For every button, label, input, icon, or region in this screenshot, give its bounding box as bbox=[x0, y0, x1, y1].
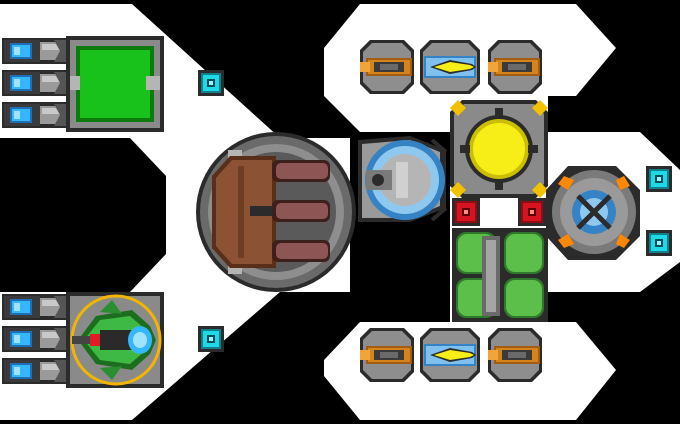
sensor-dome[interactable] bbox=[358, 136, 448, 222]
cannon-turret-top-right[interactable] bbox=[488, 40, 542, 94]
cannon-turret-bottom-left[interactable] bbox=[360, 328, 414, 382]
battery-cell-4[interactable] bbox=[2, 294, 66, 320]
engine-core[interactable] bbox=[546, 166, 640, 260]
battery-cell-3[interactable] bbox=[2, 102, 66, 128]
cyan-connector-top[interactable] bbox=[198, 70, 224, 96]
cyan-connector-right-top[interactable] bbox=[646, 166, 672, 192]
battery-cell-1[interactable] bbox=[2, 38, 66, 64]
battery-cell-2[interactable] bbox=[2, 70, 66, 96]
red-hatch-right[interactable] bbox=[518, 198, 546, 226]
cyan-connector-bottom[interactable] bbox=[198, 326, 224, 352]
battery-cell-5[interactable] bbox=[2, 326, 66, 352]
red-hatch-left[interactable] bbox=[452, 198, 480, 226]
missile-pod[interactable] bbox=[196, 132, 356, 292]
cannon-turret-bottom-right[interactable] bbox=[488, 328, 542, 382]
cockpit-fighter[interactable] bbox=[66, 292, 164, 388]
laser-turret-top[interactable] bbox=[420, 40, 480, 94]
laser-turret-bottom[interactable] bbox=[420, 328, 480, 382]
shield-generator[interactable] bbox=[66, 36, 164, 132]
reactor-yellow[interactable] bbox=[450, 100, 548, 198]
cyan-connector-right-bottom[interactable] bbox=[646, 230, 672, 256]
cannon-turret-top-left[interactable] bbox=[360, 40, 414, 94]
battery-cell-6[interactable] bbox=[2, 358, 66, 384]
fuel-tanks[interactable] bbox=[452, 228, 548, 322]
